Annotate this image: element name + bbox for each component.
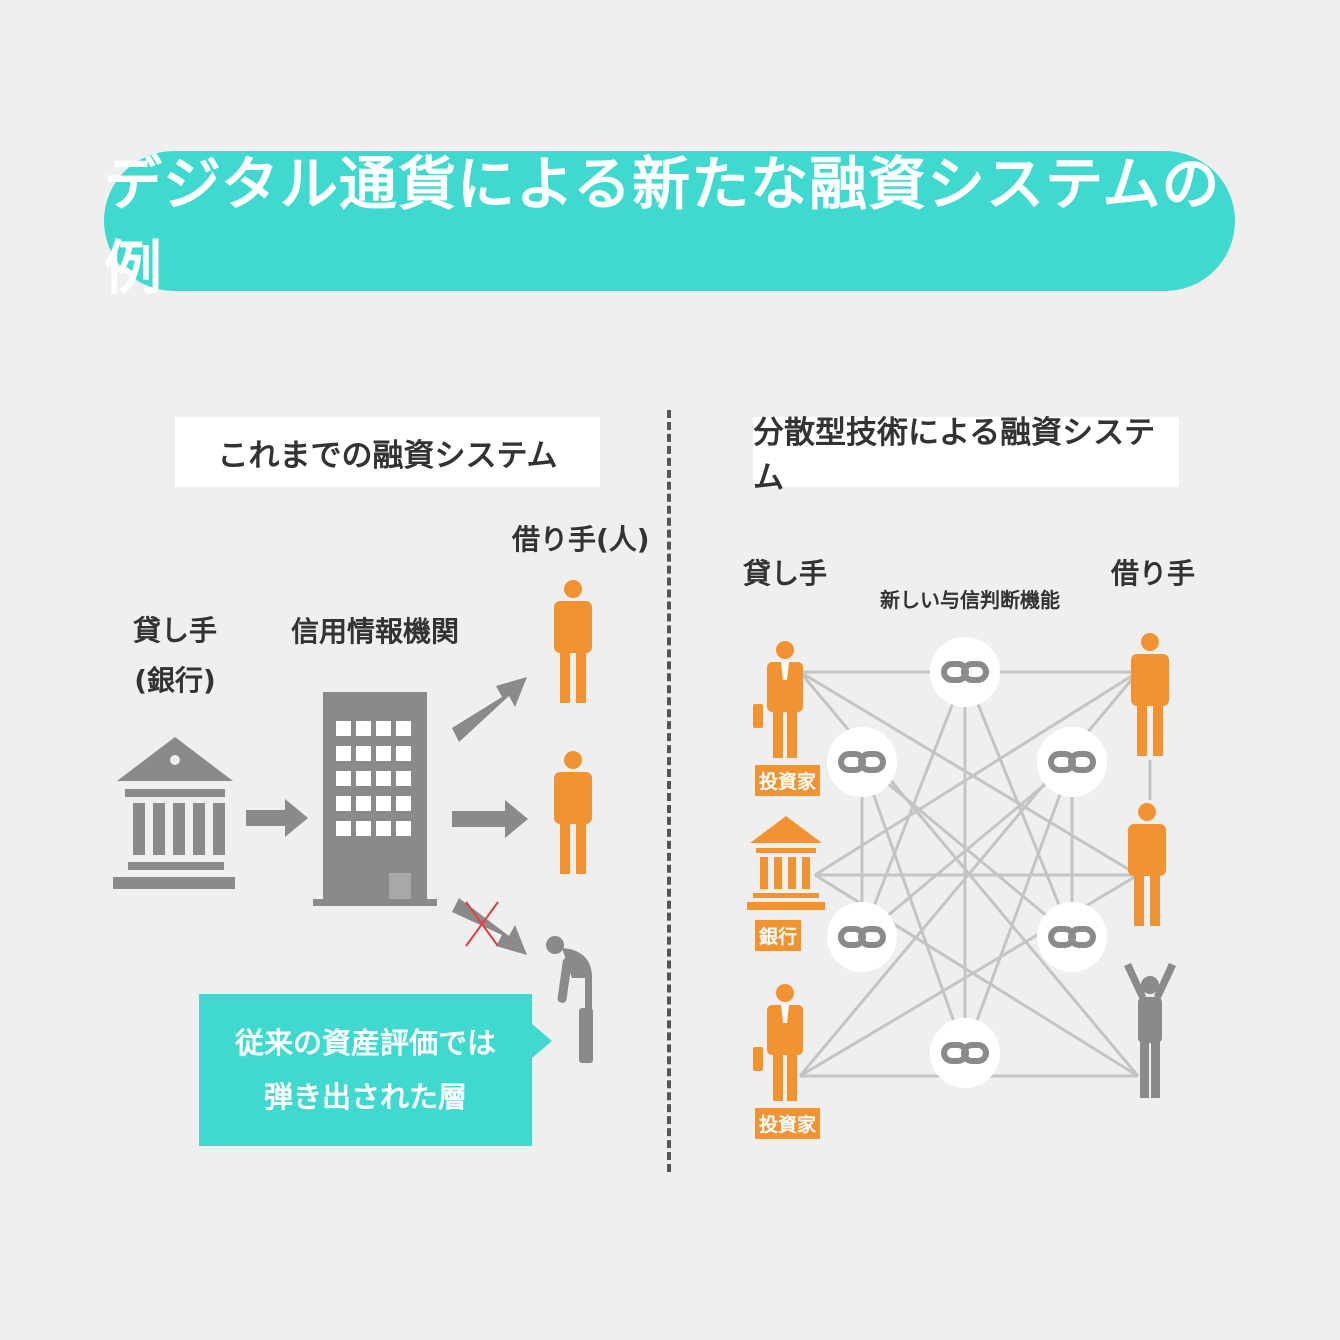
callout-line1: 従来の資産評価では (234, 1026, 496, 1060)
cheering-person-icon (1124, 963, 1176, 1098)
title-banner: デジタル通貨による新たな融資システムの例 (104, 150, 1235, 302)
person-icon (554, 751, 592, 874)
agency-label: 信用情報機関 (290, 615, 459, 648)
person-icon (1128, 803, 1166, 926)
right-lender-label: 貸し手 (742, 557, 827, 590)
person-icon (1131, 633, 1169, 756)
right-section-heading: 分散型技術による融資システム (753, 415, 1179, 496)
arrow-icon (452, 800, 528, 838)
bank-icon (113, 737, 235, 889)
right-heading-text: 分散型技術による融資システム (753, 415, 1156, 496)
businessman-icon (753, 641, 803, 758)
bowing-person-icon (546, 936, 593, 1063)
lender-label: 貸し手 (銀行) (120, 606, 230, 706)
link-icon (930, 637, 1000, 707)
cross-mark-icon (465, 901, 499, 947)
person-icon (554, 580, 592, 703)
lender-label-line2: (銀行) (134, 664, 216, 697)
left-section-heading: これまでの融資システム (175, 417, 600, 487)
link-icon (1037, 727, 1107, 797)
page-title: デジタル通貨による新たな融資システムの例 (104, 150, 1221, 302)
arrow-icon (452, 677, 527, 742)
callout-line2: 弾き出された層 (263, 1080, 467, 1114)
credit-function-label: 新しい与信判断機能 (880, 588, 1060, 612)
investor-tag-bottom: 投資家 (755, 1108, 821, 1139)
borrowers-label: 借り手(人) (512, 523, 650, 556)
left-heading-text: これまでの融資システム (217, 437, 558, 474)
arrow-icon (452, 898, 527, 955)
excluded-callout: 従来の資産評価では 弾き出された層 (199, 994, 552, 1146)
section-divider (667, 410, 671, 1172)
link-icon (930, 1018, 1000, 1088)
businessman-icon (753, 984, 803, 1101)
bank-tag: 銀行 (755, 920, 802, 951)
office-building-icon (313, 692, 437, 906)
lender-label-line1: 貸し手 (132, 614, 217, 647)
arrow-icon (246, 799, 308, 837)
investor-tag-top: 投資家 (755, 765, 821, 796)
link-icon (1037, 902, 1107, 972)
bank-icon (747, 816, 825, 910)
link-icon (827, 902, 897, 972)
link-icon (827, 727, 897, 797)
right-borrower-label: 借り手 (1110, 557, 1195, 590)
